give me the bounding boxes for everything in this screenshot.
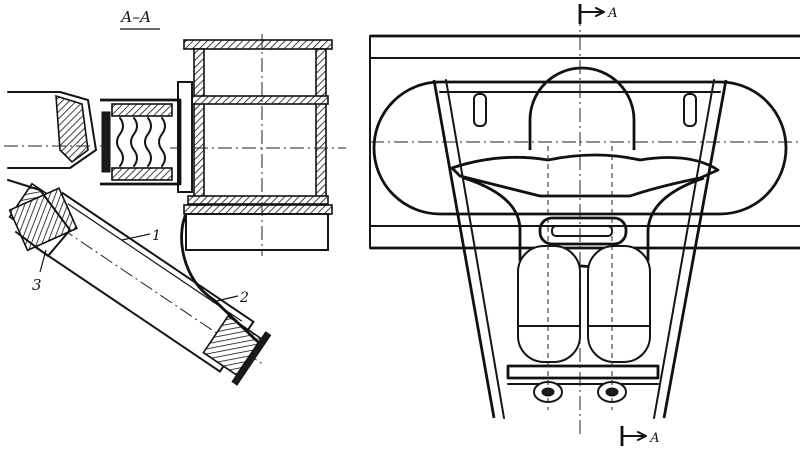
- callout-2-label: 2: [239, 290, 249, 306]
- bracket-lower-plate: [111, 167, 173, 181]
- strut-left-outer: [432, 79, 496, 419]
- beam-inner-plate-top: [187, 95, 329, 105]
- section-mark-top-label: А: [607, 6, 618, 21]
- bracket-bolt-head: [101, 111, 111, 173]
- section-mark-bottom-label: А: [649, 431, 660, 446]
- section-mark-top-arrow: [579, 7, 605, 17]
- cylinder-left: [517, 245, 581, 363]
- bracket-upper-plate: [111, 103, 173, 117]
- roller-3-frame: [7, 179, 71, 257]
- inner-slot-plate: [538, 216, 628, 246]
- spring-coil-4: [158, 117, 166, 167]
- broken-cover: [450, 153, 720, 198]
- top-arch: [528, 66, 636, 150]
- section-mark-bottom-arrow: [621, 431, 647, 441]
- beam-right-web: [315, 48, 327, 206]
- beam-left-web: [193, 48, 205, 206]
- base-plate: [506, 364, 660, 380]
- beam-inner-plate-bottom: [187, 195, 329, 205]
- beam-section: [170, 34, 346, 256]
- callout-3-leader: [39, 249, 47, 273]
- strut-right-inner: [653, 79, 715, 419]
- slot-hole-right: [683, 93, 697, 127]
- callout-2-leader: [211, 295, 239, 303]
- callout-1-leader: [121, 233, 151, 241]
- spring-coil-2: [130, 117, 138, 167]
- front-view: А А: [369, 4, 800, 446]
- support-bracket: [180, 213, 259, 344]
- beam-bottom-flange: [183, 204, 333, 215]
- section-title: А–А: [120, 8, 151, 26]
- frame-fragment-hatched-web: [55, 94, 89, 164]
- frame-fragment-outline: [7, 91, 97, 169]
- roller-3-bearing: [8, 187, 78, 252]
- spring-coil-3: [144, 117, 152, 167]
- callout-3-label: 3: [32, 276, 42, 294]
- funnel-body: [463, 176, 705, 269]
- frame-fragment: [4, 91, 110, 169]
- mounting-plate: [177, 81, 193, 193]
- rounded-mounting-plate: [372, 80, 788, 216]
- beam-lower-box: [185, 213, 329, 251]
- spring-coil-1: [116, 117, 124, 167]
- slot-hole-left: [473, 93, 487, 127]
- spring-bracket: [100, 98, 182, 186]
- section-view-a-a: А–А: [4, 8, 346, 386]
- inner-slot-hole: [551, 225, 613, 237]
- callout-1-label: 1: [152, 228, 161, 244]
- roller-3-housing: [7, 179, 78, 257]
- strut-left-inner: [445, 79, 505, 419]
- roller-1-end-plate: [231, 331, 272, 386]
- cylinder-right: [587, 245, 651, 363]
- beam-top-flange: [183, 39, 333, 50]
- strut-right-outer: [662, 79, 728, 419]
- bracket-outline: [100, 98, 182, 186]
